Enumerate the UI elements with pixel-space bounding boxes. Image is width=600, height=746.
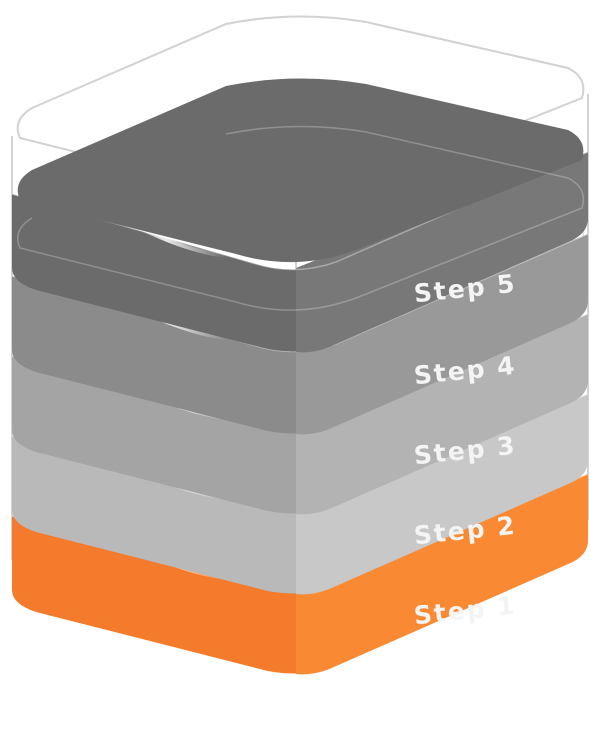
- glass-bottom-edge: [11, 631, 589, 723]
- top-layer-top-face: [17, 78, 584, 263]
- layer-front-right-face: [296, 474, 588, 675]
- step-layers: [11, 78, 589, 675]
- layer-front-left-face: [12, 314, 588, 514]
- layer-front-right-face: [296, 394, 588, 595]
- layer-front-left-face: [12, 394, 588, 594]
- layer-front-right-face: [296, 314, 588, 515]
- layer-front-left-face: [12, 234, 588, 434]
- glass-container-front-edges: [11, 631, 589, 723]
- layer-front-left-face: [12, 152, 588, 352]
- top-layer-inner-rim: [17, 125, 585, 311]
- layer-front-left-face: [12, 474, 588, 674]
- layer-rim-line: [11, 151, 589, 271]
- layer-step-5: [11, 78, 589, 353]
- layer-front-right-face: [296, 152, 588, 353]
- layer-front-right-face: [296, 234, 588, 435]
